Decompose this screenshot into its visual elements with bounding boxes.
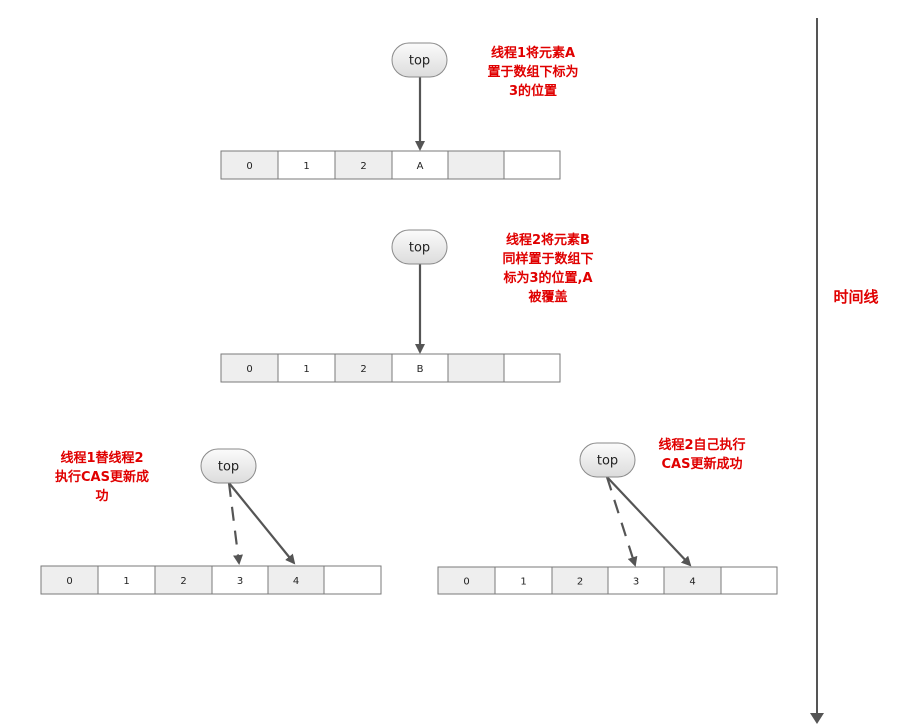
top-node-shape (579, 442, 636, 478)
array-cell-value: 4 (689, 577, 695, 588)
top-node-label: top (218, 460, 239, 475)
array-cell (323, 565, 382, 595)
array-cell-value: A (417, 161, 424, 172)
note-line: 同样置于数组下 (502, 251, 593, 267)
stage-3-note: 线程1替线程2 执行CAS更新成 功 (55, 450, 149, 504)
array-cell-value: 1 (303, 364, 309, 375)
note-line: 置于数组下标为 (487, 64, 578, 80)
array-cell (277, 353, 336, 383)
note-line: 执行CAS更新成 (55, 469, 149, 485)
array-cell (211, 565, 269, 595)
top-node-label: top (597, 454, 618, 469)
array-cell-value: 2 (180, 576, 186, 587)
array-cell (391, 353, 449, 383)
array-cell (447, 353, 505, 383)
top-old-pointer-dashed-arrow (605, 476, 638, 567)
top-node-shape (391, 229, 448, 265)
top-new-pointer-arrow (606, 476, 692, 567)
top-pointer-node: top (579, 442, 636, 478)
array-cell-value: 0 (66, 576, 72, 587)
array-cell-value: 2 (577, 577, 583, 588)
note-line: 线程2自己执行 (658, 437, 745, 453)
array-cell-value: 1 (123, 576, 129, 587)
array-cell (334, 353, 393, 383)
stage-2-note: 线程2将元素B 同样置于数组下 标为3的位置,A 被覆盖 (502, 232, 593, 305)
top-node-shape (391, 42, 448, 78)
array-cell (503, 353, 561, 383)
top-new-pointer-arrow (228, 482, 296, 565)
array-cell-value: 1 (303, 161, 309, 172)
note-line: 标为3的位置,A (502, 270, 592, 286)
array-cell (447, 150, 505, 180)
array-cell (437, 566, 496, 595)
array-cell (663, 566, 722, 595)
array: 0 1 2 A (220, 150, 561, 180)
stage-1: 线程1将元素A 置于数组下标为 3的位置 top 0 1 2 A (220, 42, 579, 180)
top-pointer-node: top (391, 229, 448, 265)
array-cell-value: 2 (360, 364, 366, 375)
array-cell-value: 0 (463, 577, 469, 588)
timeline-arrowhead (810, 713, 824, 724)
note-line: CAS更新成功 (662, 456, 743, 472)
note-line: 功 (95, 489, 108, 504)
array-cell (267, 565, 325, 595)
array-cell-value: 0 (246, 364, 252, 375)
array-cell-value: B (417, 364, 424, 375)
array: 0 1 2 3 4 (40, 565, 382, 595)
stage-1-note: 线程1将元素A 置于数组下标为 3的位置 (487, 45, 578, 99)
note-line: 被覆盖 (527, 289, 567, 305)
array-cell (97, 565, 156, 595)
timeline: 时间线 (810, 18, 879, 724)
array-cell-value: 2 (360, 161, 366, 172)
array-cell-value: 3 (633, 577, 639, 588)
array: 0 1 2 B (220, 353, 561, 383)
note-line: 线程1替线程2 (60, 450, 143, 466)
array-cell (720, 566, 778, 595)
top-pointer-node: top (200, 448, 257, 484)
array-cell-value: 0 (246, 161, 252, 172)
timeline-label: 时间线 (833, 288, 878, 306)
note-line: 线程2将元素B (506, 232, 590, 248)
array-cell-value: 4 (293, 576, 299, 587)
stage-2: 线程2将元素B 同样置于数组下 标为3的位置,A 被覆盖 top 0 1 2 B (220, 229, 594, 383)
note-line: 3的位置 (509, 83, 557, 99)
top-node-label: top (409, 241, 430, 256)
stage-3: 线程1替线程2 执行CAS更新成 功 top 0 1 2 3 4 (40, 448, 382, 595)
array-cell (494, 566, 553, 595)
array-cell (220, 150, 279, 180)
array-cell (334, 150, 393, 180)
top-node-shape (200, 448, 257, 484)
note-line: 线程1将元素A (491, 45, 575, 61)
array-cell (154, 565, 213, 595)
array-cell (607, 566, 665, 595)
stage-4: 线程2自己执行 CAS更新成功 top 0 1 2 3 4 (437, 437, 778, 595)
stage-4-note: 线程2自己执行 CAS更新成功 (658, 437, 745, 472)
array: 0 1 2 3 4 (437, 566, 778, 595)
top-pointer-node: top (391, 42, 448, 78)
array-cell-value: 1 (520, 577, 526, 588)
array-cell-value: 3 (237, 576, 243, 587)
array-cell (551, 566, 609, 595)
top-old-pointer-dashed-arrow (227, 482, 243, 565)
array-cell (220, 353, 279, 383)
array-cell (503, 150, 561, 180)
top-node-label: top (409, 54, 430, 69)
